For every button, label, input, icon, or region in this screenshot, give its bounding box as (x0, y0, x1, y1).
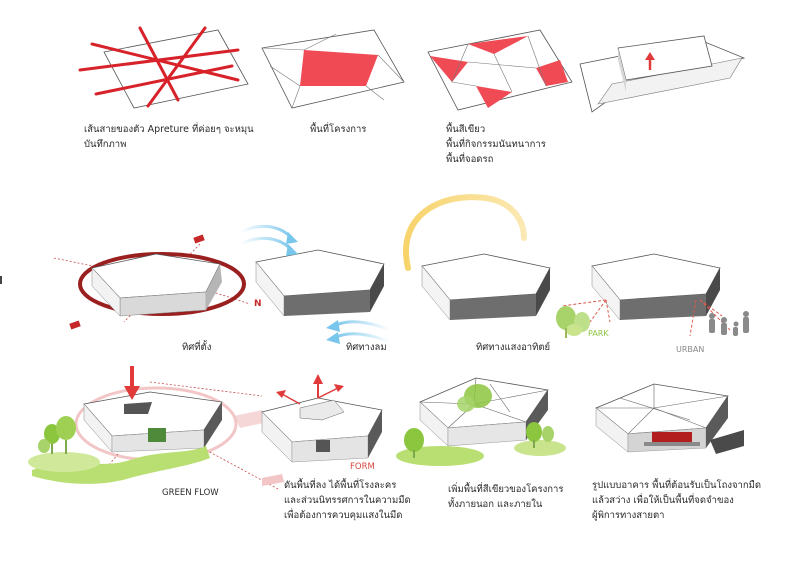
caption-lobby-line1: รูปแบบอาคาร พื้นที่ต้อนรับเป็นโถงจากมืด (592, 480, 762, 491)
wind-direction-diagram (239, 224, 391, 344)
caption-theater-line2: และส่วนนิทรรศการในความมืด (284, 495, 411, 506)
caption-sun-direction: ทิศทางแสงอาทิตย์ (476, 342, 551, 353)
edge-mark (0, 276, 2, 284)
park-trees (556, 306, 590, 338)
green-increase-diagram (396, 377, 566, 466)
caption-aperture: เส้นสายของตัว Apreture ที่ค่อยๆ จะหมุน บ… (84, 122, 254, 152)
caption-green-zones-line2: พื้นที่กิจกรรมนันทนาการ (446, 139, 546, 150)
caption-green-zones: พื้นสีเขียว พื้นที่กิจกรรมนันทนาการ พื้น… (446, 122, 546, 167)
green-zones-diagram (427, 29, 573, 111)
form-diagram (261, 374, 383, 463)
caption-wind-direction: ทิศทางลม (346, 342, 387, 353)
site-orientation-diagram: N (53, 234, 262, 330)
caption-aperture-line2: บันทึกภาพ (84, 139, 127, 150)
caption-green-zones-line3: พื้นที่จอดรถ (446, 154, 494, 165)
caption-site-orientation: ทิศที่ตั้ง (182, 342, 212, 353)
label-urban: URBAN (676, 345, 705, 354)
caption-green-zones-line1: พื้นสีเขียว (446, 124, 486, 135)
sun-path-diagram (403, 194, 551, 321)
caption-lobby-line2: แล้วสว่าง เพื่อให้เป็นพื้นที่จดจำของ (592, 495, 734, 506)
caption-theater: ดันพื้นที่ลง ได้พื้นที่โรงละคร และส่วนนิ… (284, 478, 411, 523)
label-park: PARK (588, 329, 609, 338)
project-area-diagram (261, 29, 405, 109)
north-marker: N (254, 299, 262, 309)
caption-green-increase-line1: เพิ่มพื้นที่สีเขียวของโครงการ (448, 484, 564, 495)
caption-lobby: รูปแบบอาคาร พื้นที่ต้อนรับเป็นโถงจากมืด … (592, 478, 761, 523)
caption-green-flow: GREEN FLOW (162, 488, 219, 498)
people-silhouettes (709, 311, 749, 336)
green-trees (404, 422, 554, 458)
caption-theater-line1: ดันพื้นที่ลง ได้พื้นที่โรงละคร (284, 480, 397, 491)
caption-theater-line3: เพื่อต้องการควบคุมแสงในมืด (284, 510, 403, 521)
lobby-form-diagram (595, 383, 744, 454)
flow-trees (38, 416, 76, 454)
green-flow-diagram (28, 366, 284, 491)
caption-aperture-line1: เส้นสายของตัว Apreture ที่ค่อยๆ จะหมุน (84, 124, 254, 135)
caption-form: FORM (350, 462, 375, 472)
caption-green-increase-line2: ทั้งภายนอก และภายใน (448, 499, 543, 510)
caption-project-area: พื้นที่โครงการ (310, 124, 367, 135)
aperture-lines-diagram (78, 26, 249, 109)
extrusion-diagram (579, 35, 746, 113)
caption-green-increase: เพิ่มพื้นที่สีเขียวของโครงการ ทั้งภายนอก… (448, 482, 563, 512)
park-urban-diagram (556, 253, 749, 338)
caption-lobby-line3: ผู้พิการทางสายตา (592, 510, 665, 521)
